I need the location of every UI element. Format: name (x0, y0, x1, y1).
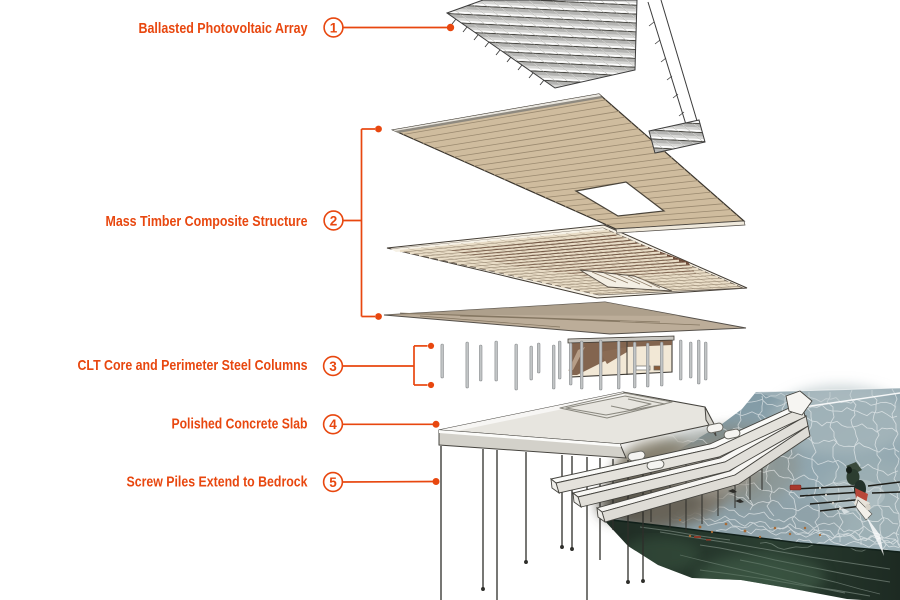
svg-text:5: 5 (329, 475, 337, 490)
svg-text:1: 1 (330, 20, 338, 35)
svg-text:4: 4 (329, 417, 337, 432)
svg-text:2: 2 (330, 213, 338, 228)
svg-text:3: 3 (329, 359, 337, 374)
svg-text:Polished Concrete Slab: Polished Concrete Slab (172, 416, 308, 433)
svg-text:Mass Timber Composite Structur: Mass Timber Composite Structure (106, 213, 308, 230)
svg-text:Ballasted Photovoltaic Array: Ballasted Photovoltaic Array (139, 20, 309, 37)
svg-text:Screw Piles Extend to Bedrock: Screw Piles Extend to Bedrock (127, 474, 309, 491)
svg-text:CLT Core and Perimeter Steel C: CLT Core and Perimeter Steel Columns (78, 357, 308, 374)
